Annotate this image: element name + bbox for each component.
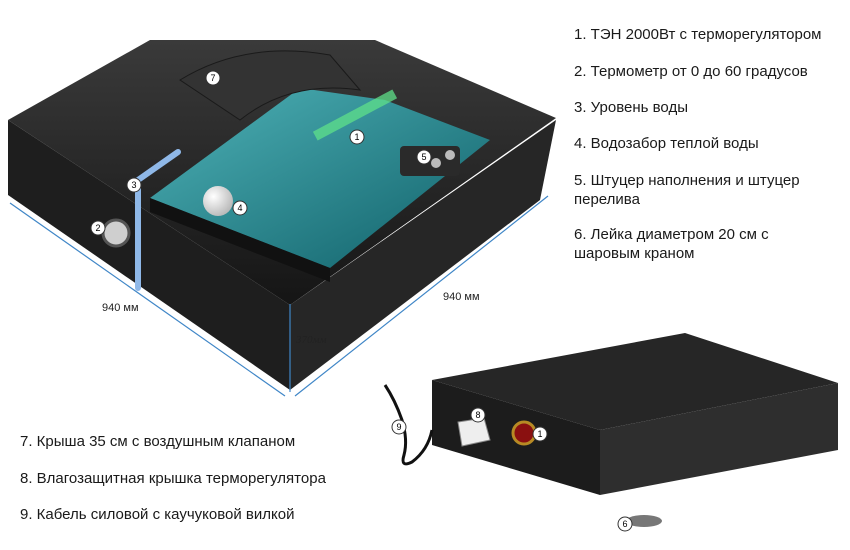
- dim-label-height: 370мм: [296, 334, 327, 346]
- tank-left-face: [8, 120, 290, 390]
- callout-label: 7: [210, 73, 215, 83]
- callout-4: 4: [232, 200, 248, 216]
- main-tank: [8, 40, 556, 390]
- callout-label: 4: [237, 203, 242, 213]
- callout-1: 1: [349, 129, 365, 145]
- legend-item-1: 1. ТЭН 2000Вт с терморегулятором: [574, 26, 822, 43]
- tank-right-face: [290, 120, 556, 390]
- legend-item-4: 4. Водозабор теплой воды: [574, 135, 759, 152]
- dim-line-left: [9, 202, 286, 397]
- callout-label: 6: [622, 519, 627, 529]
- callout-8: 8: [470, 407, 486, 423]
- thermometer-dial: [101, 218, 131, 248]
- heater-knob: [511, 420, 537, 446]
- float-ball: [203, 186, 233, 216]
- callout-markers: 1 2 3 4 5 6 7 8: [90, 70, 633, 532]
- dim-line-right: [294, 195, 549, 397]
- callout-label: 2: [95, 223, 100, 233]
- inner-wall: [150, 198, 330, 282]
- fitting-a: [431, 158, 441, 168]
- water-surface: [150, 88, 490, 268]
- callout-7: 7: [205, 70, 221, 86]
- dim-label-left: 940 мм: [102, 302, 139, 314]
- legend-item-6: 6. Лейка диаметром 20 см с шаровым крано…: [574, 226, 769, 262]
- roof-hatch: [179, 50, 362, 121]
- callout-label: 8: [475, 410, 480, 420]
- power-cable: [383, 384, 434, 466]
- underside-top: [432, 333, 838, 430]
- fitting-b: [445, 150, 455, 160]
- dim-label-right: 940 мм: [443, 291, 480, 303]
- legend-item-2: 2. Термометр от 0 до 60 градусов: [574, 63, 808, 80]
- dimension-lines: [9, 195, 549, 397]
- legend-item-5: 5. Штуцер наполнения и штуцер перелива: [574, 172, 800, 208]
- legend-item-9: 9. Кабель силовой с каучуковой вилкой: [20, 506, 295, 523]
- callout-label: 9: [396, 422, 401, 432]
- callout-label: 3: [131, 180, 136, 190]
- legend-item-3: 3. Уровень воды: [574, 99, 688, 116]
- underside-tank: [383, 333, 838, 527]
- legend-item-8: 8. Влагозащитная крышка терморегулятора: [20, 470, 326, 487]
- shower-head: [626, 515, 662, 527]
- callout-5: 5: [416, 149, 432, 165]
- callout-2: 2: [90, 220, 106, 236]
- callout-1-underside: 1: [532, 426, 548, 442]
- callout-label: 1: [537, 429, 542, 439]
- underside-side: [600, 383, 838, 495]
- callout-3: 3: [126, 177, 142, 193]
- callout-9: 9: [391, 419, 407, 435]
- callout-label: 1: [354, 132, 359, 142]
- callout-6: 6: [617, 516, 633, 532]
- callout-label: 5: [421, 152, 426, 162]
- legend-item-7: 7. Крыша 35 см с воздушным клапаном: [20, 433, 296, 450]
- heater-element: [312, 89, 398, 141]
